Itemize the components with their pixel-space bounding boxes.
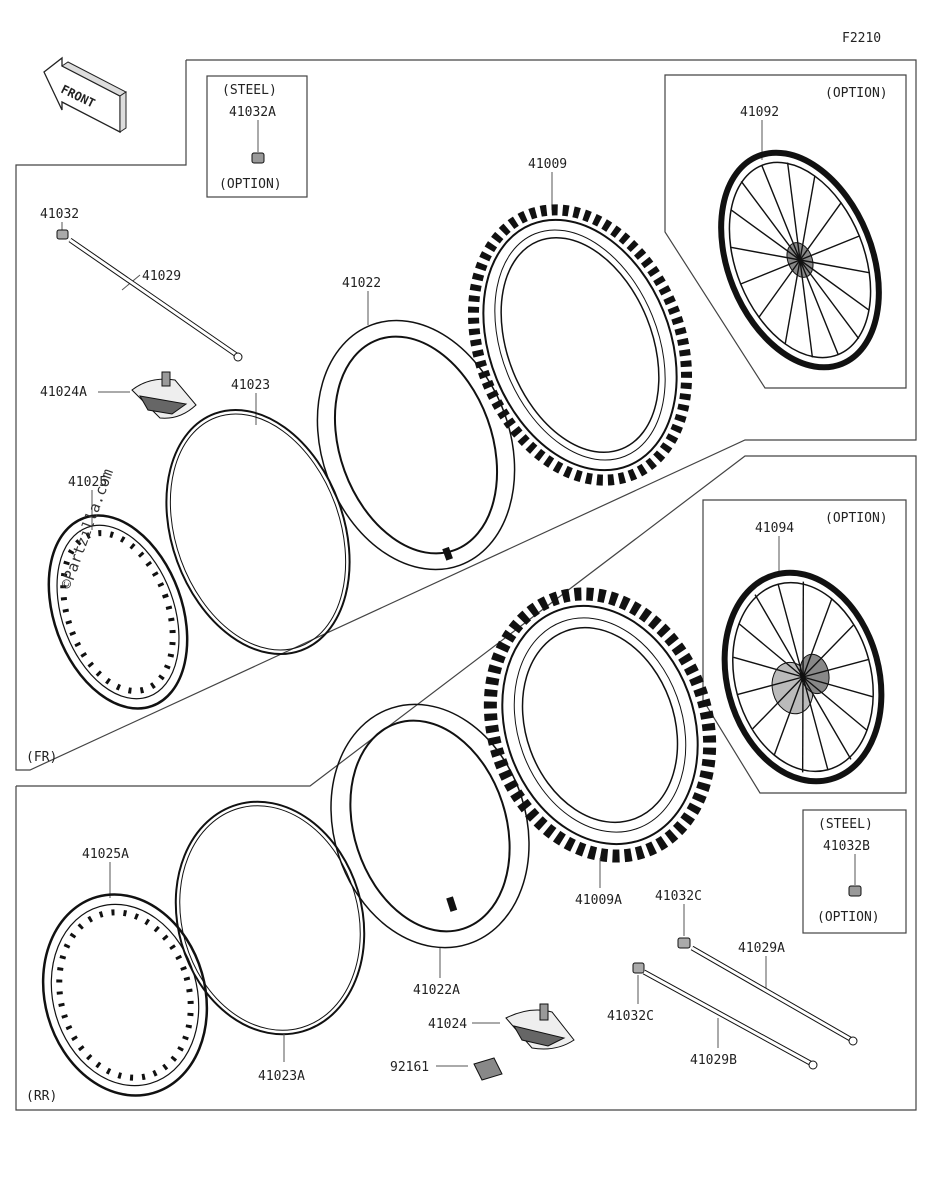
part-label-92161: 92161 <box>390 1060 429 1075</box>
part-label-41094: 41094 <box>755 521 794 536</box>
rear-rim-41025A <box>41 893 209 1097</box>
spoke-41029 <box>68 237 243 362</box>
front-rim-41025 <box>47 514 189 710</box>
option-label: (OPTION) <box>219 177 282 192</box>
front-section-label: (FR) <box>26 750 57 765</box>
part-label-41022: 41022 <box>342 276 381 291</box>
part-label-41023A: 41023A <box>258 1069 305 1084</box>
option-box-41032B <box>802 809 907 934</box>
part-label-41092: 41092 <box>740 105 779 120</box>
option-label-b: (OPTION) <box>817 910 880 925</box>
rim-band-41023A <box>174 800 366 1036</box>
front-section-frame <box>15 59 917 771</box>
rear-section-label: (RR) <box>26 1089 57 1104</box>
rear-section-frame <box>15 455 917 1111</box>
figure-code: F2210 <box>842 31 881 46</box>
rear-tire-41009A <box>483 587 717 863</box>
nipple-nut-41032C-bottom <box>632 962 645 974</box>
inner-tube-41022 <box>316 319 516 571</box>
inner-tube-41022A <box>330 703 530 949</box>
steel-label-b: (STEEL) <box>818 817 873 832</box>
option-tag-41094: (OPTION) <box>825 511 888 526</box>
option-box-41032A <box>206 75 308 198</box>
part-label-41024: 41024 <box>428 1017 467 1032</box>
rim-band-41023 <box>165 408 351 656</box>
part-label-41029B: 41029B <box>690 1053 737 1068</box>
steel-label: (STEEL) <box>222 83 277 98</box>
front-arrow-icon: FRONT <box>43 56 127 134</box>
spoke-41029B <box>642 969 818 1070</box>
rim-lock-41024A <box>131 371 197 419</box>
part-label-41032C-top: 41032C <box>655 889 702 904</box>
nipple-nut-41032C-top <box>677 937 691 949</box>
rear-wheel-assembly <box>721 569 885 785</box>
option-box-41094 <box>702 499 907 794</box>
front-tire-41009 <box>467 204 693 486</box>
spacer-block-92161 <box>473 1057 503 1081</box>
part-label-41009A: 41009A <box>575 893 622 908</box>
part-label-41032B: 41032B <box>823 839 870 854</box>
part-label-41032C-bottom: 41032C <box>607 1009 654 1024</box>
rim-lock-41024 <box>505 1003 575 1050</box>
spoke-41029A <box>690 945 858 1046</box>
option-box-41092 <box>664 74 907 389</box>
part-label-41025A: 41025A <box>82 847 129 862</box>
part-label-41024A: 41024A <box>40 385 87 400</box>
part-label-41009: 41009 <box>528 157 567 172</box>
nipple-nut-41032 <box>56 229 69 240</box>
part-label-41029A: 41029A <box>738 941 785 956</box>
valve-nut-b-icon <box>848 885 862 897</box>
option-tag-41092: (OPTION) <box>825 86 888 101</box>
valve-nut-icon <box>251 152 265 164</box>
part-label-41029: 41029 <box>142 269 181 284</box>
part-label-41022A: 41022A <box>413 983 460 998</box>
part-label-41032: 41032 <box>40 207 79 222</box>
part-label-41023: 41023 <box>231 378 270 393</box>
part-label-41032A: 41032A <box>229 105 276 120</box>
front-wheel-assembly <box>718 149 882 371</box>
part-label-41025: 41025 <box>68 475 107 490</box>
